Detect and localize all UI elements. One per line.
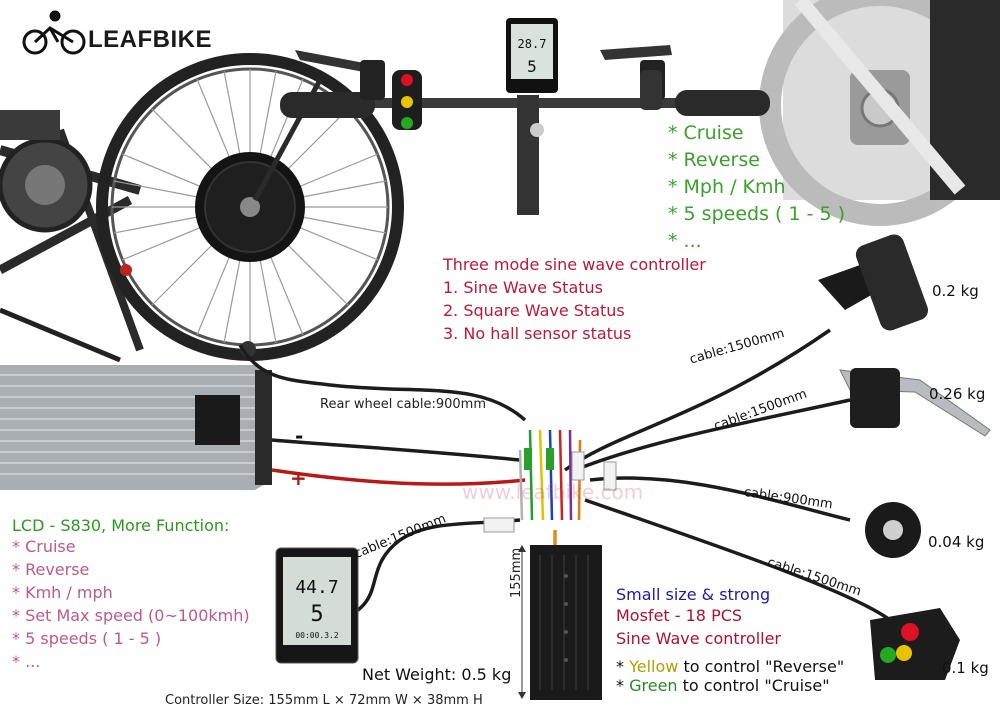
- watermark-text: www.leafbike.com: [462, 480, 644, 504]
- lcd-info-item: * 5 speeds ( 1 - 5 ): [12, 629, 162, 648]
- handlebar: 28.7 5: [280, 18, 770, 215]
- feature-item: * Cruise: [668, 122, 744, 144]
- note-prefix: *: [616, 676, 630, 695]
- rear-wheel-cable-label: Rear wheel cable:900mm: [320, 397, 486, 412]
- note-prefix: *: [616, 657, 630, 676]
- lcd-info-item: * ...: [12, 652, 41, 671]
- feature-item: * ...: [668, 230, 702, 252]
- pas-weight: 0.04 kg: [928, 533, 985, 551]
- green-word: Green: [629, 676, 678, 695]
- lcd-odometer: 00:00.3.2: [295, 631, 339, 640]
- lcd-speed: 44.7: [295, 577, 338, 598]
- controller-box: [518, 545, 602, 700]
- mode-item: 2. Square Wave Status: [443, 301, 625, 320]
- switch-weight: 0.1 kg: [942, 659, 989, 677]
- lcd-info-block: LCD - S830, More Function: * Cruise * Re…: [12, 516, 250, 673]
- lcd-level: 5: [310, 602, 323, 627]
- yellow-control-note: * Yellow to control "Reverse": [616, 657, 844, 676]
- pas-sensor: [865, 502, 921, 558]
- top-display-speed: 28.7: [518, 37, 547, 51]
- note-rest: to control "Reverse": [678, 657, 845, 676]
- throttle-weight: 0.2 kg: [932, 282, 979, 300]
- lcd-s830-display: 44.7 5 00:00.3.2: [275, 547, 359, 664]
- mode-title: Three mode sine wave controller: [443, 255, 706, 274]
- battery-plus-label: +: [290, 466, 307, 490]
- lcd-feature-list: * Cruise * Reverse * Mph / Kmh * 5 speed…: [668, 120, 845, 255]
- spec-line: Small size & strong: [616, 585, 771, 604]
- controller-size-label: Controller Size: 155mm L × 72mm W × 38mm…: [165, 693, 483, 708]
- leafbike-logo-icon: [22, 10, 86, 55]
- colored-wires: [518, 429, 582, 521]
- lcd-info-item: * Cruise: [12, 537, 76, 556]
- green-control-note: * Green to control "Cruise": [616, 676, 844, 695]
- yellow-word: Yellow: [629, 657, 679, 676]
- mode-item: 3. No hall sensor status: [443, 324, 632, 343]
- note-rest: to control "Cruise": [677, 676, 830, 695]
- controller-mode-list: Three mode sine wave controller 1. Sine …: [443, 253, 706, 345]
- handlebar-switch: [870, 608, 960, 680]
- top-display-level: 5: [527, 57, 537, 76]
- mode-item: 1. Sine Wave Status: [443, 278, 604, 297]
- throttle: [818, 234, 929, 331]
- lcd-info-item: * Set Max speed (0~100kmh): [12, 606, 250, 625]
- spec-line: Mosfet - 18 PCS: [616, 606, 743, 625]
- hub-motor-wheel: [96, 53, 404, 361]
- battery-pack: [0, 341, 272, 490]
- lcd-info-title: LCD - S830, More Function:: [12, 516, 230, 535]
- controller-height-label: 155mm: [509, 547, 524, 598]
- controller-specs: Small size & strong Mosfet - 18 PCS Sine…: [616, 585, 844, 695]
- feature-item: * Reverse: [668, 149, 760, 171]
- net-weight: Net Weight: 0.5 kg: [362, 665, 512, 684]
- lcd-info-item: * Kmh / mph: [12, 583, 113, 602]
- spec-line: Sine Wave controller: [616, 629, 781, 648]
- brake-weight: 0.26 kg: [929, 385, 986, 403]
- feature-item: * 5 speeds ( 1 - 5 ): [668, 203, 846, 225]
- brake-lever: [839, 368, 991, 437]
- lcd-info-item: * Reverse: [12, 560, 90, 579]
- battery-minus-label: -: [295, 424, 304, 448]
- bike-frame: [0, 110, 144, 363]
- feature-item: * Mph / Kmh: [668, 176, 786, 198]
- brand-logo-text: LEAFBIKE: [88, 26, 212, 53]
